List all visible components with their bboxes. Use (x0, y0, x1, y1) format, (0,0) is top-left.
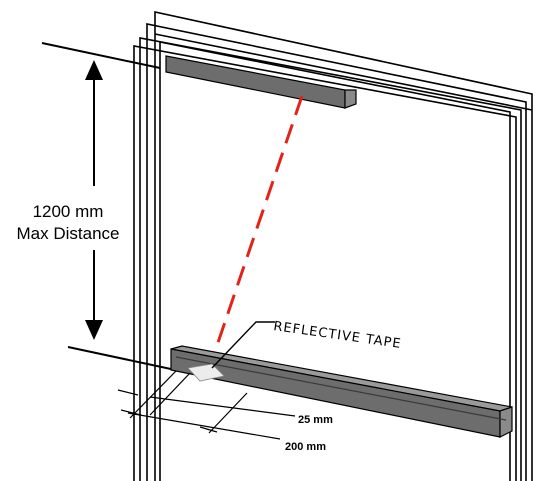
distance-value-label: 1200 mm (33, 202, 104, 221)
frame-outline-5 (159, 41, 511, 481)
sensor-beam (208, 95, 304, 367)
top-sensor (165, 55, 357, 109)
door-frame (133, 11, 533, 481)
dim-25-line (149, 396, 296, 417)
dim-200mm-label: 200 mm (285, 441, 326, 453)
reflective-tape-patch (187, 363, 225, 382)
bottom-sensor (170, 345, 513, 438)
dim-tick-2 (120, 409, 142, 416)
upper-extension-line (41, 42, 161, 69)
top-sensor-end (344, 89, 357, 109)
arrow-head-down (85, 320, 103, 340)
frame-outline-2 (146, 23, 527, 481)
frame-head-edge (154, 33, 533, 111)
reflective-tape-label: REFLECTIVE TAPE (272, 319, 402, 352)
dim-ext-b (149, 372, 191, 416)
frame-outline-4 (133, 45, 517, 481)
frame-outline-1 (154, 11, 533, 481)
bottom-sensor-front (170, 348, 501, 438)
dim-ext-a (129, 370, 177, 419)
dimension-lines (117, 370, 296, 440)
bottom-sensor-groove (175, 356, 507, 421)
dim-ext-c (208, 392, 248, 434)
frame-outline-3 (139, 37, 522, 481)
dim-tick-3 (199, 426, 218, 433)
bottom-sensor-end (499, 406, 513, 438)
distance-caption-label: Max Distance (17, 224, 120, 243)
dim-200-line (127, 412, 281, 440)
tape-leader-line (211, 321, 275, 369)
lower-extension-line (67, 346, 186, 373)
distance-arrow (41, 42, 186, 373)
arrow-head-up (85, 60, 103, 80)
dim-25mm-label: 25 mm (298, 414, 333, 426)
dim-tick-1 (117, 389, 139, 396)
top-sensor-face (165, 55, 346, 109)
